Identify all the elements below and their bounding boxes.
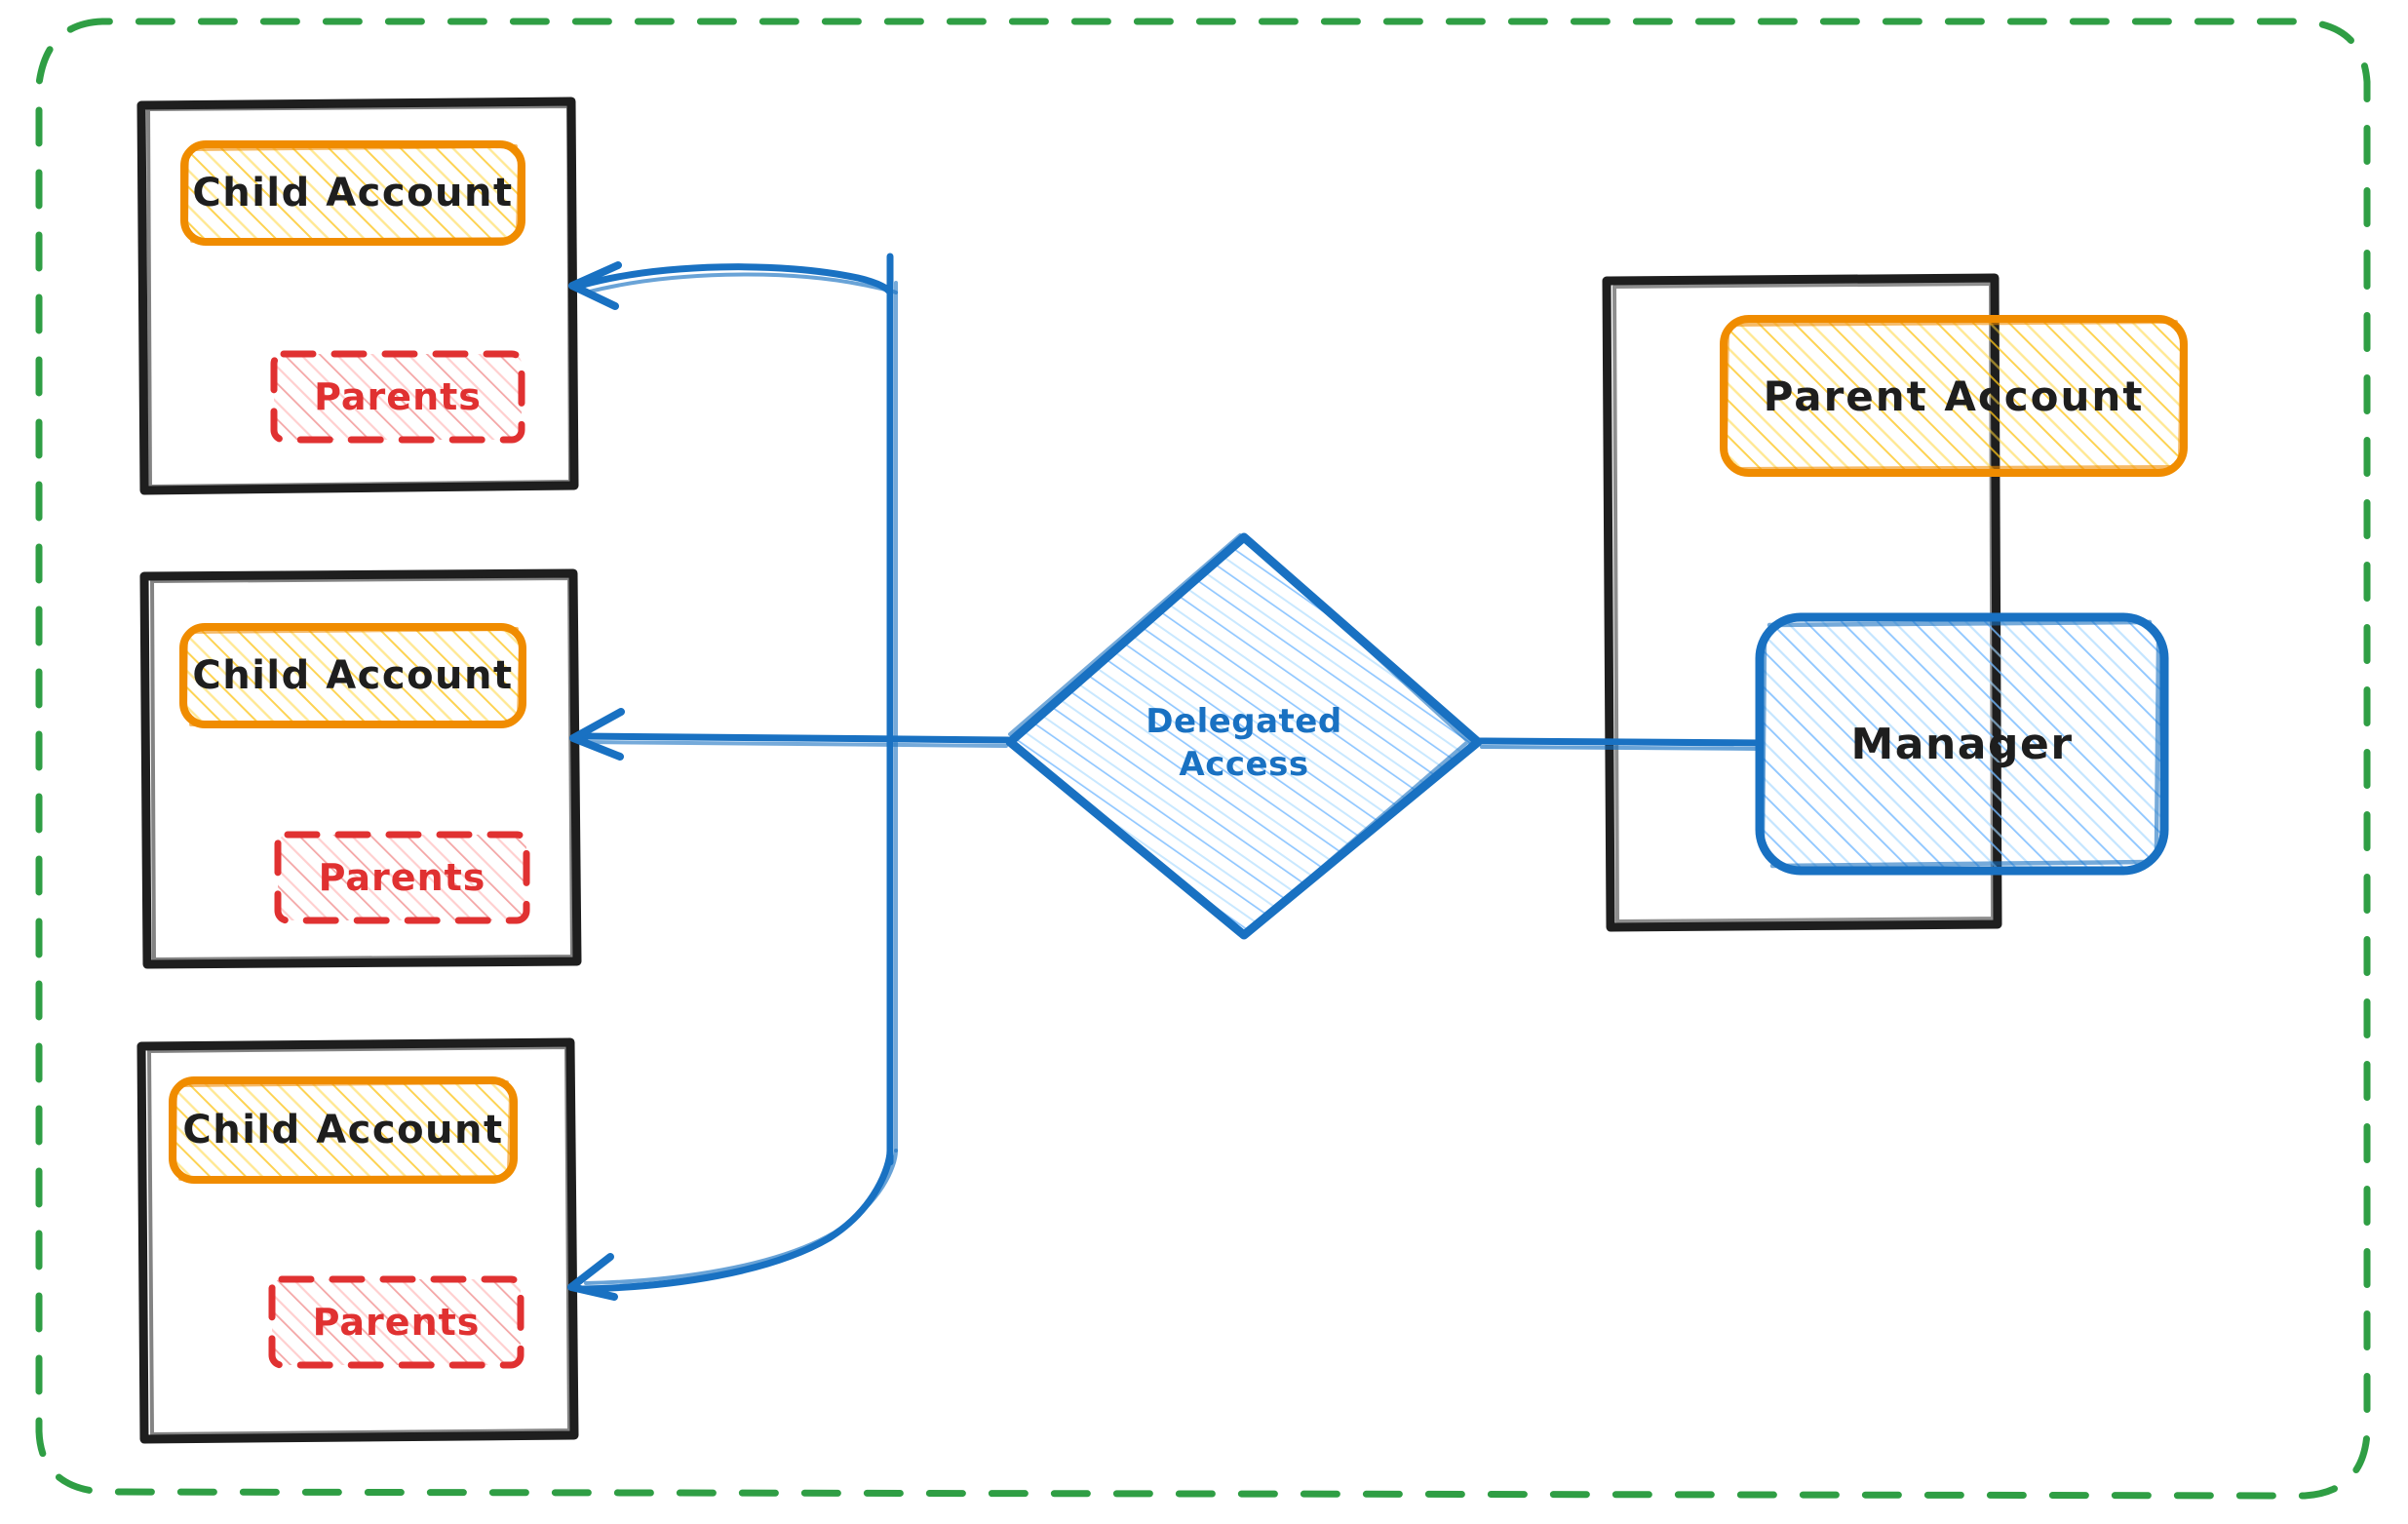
connector-delegated-to-child-3 (567, 1147, 898, 1301)
connector-manager-to-delegated (1476, 737, 1765, 751)
parents-box-1[interactable] (270, 350, 525, 444)
parent-account-box[interactable] (1720, 315, 2188, 477)
delegated-access-node[interactable] (1005, 532, 1483, 940)
parents-box-2[interactable] (274, 831, 530, 924)
child-account-box-3[interactable] (169, 1076, 518, 1184)
manager-box[interactable] (1755, 612, 2169, 876)
connector-vertical-trunk (886, 253, 898, 1166)
connector-delegated-to-child-2 (569, 708, 1012, 761)
child-account-box-2[interactable] (179, 623, 526, 728)
organization-boundary (35, 18, 2371, 1500)
connector-delegated-to-child-1 (568, 261, 898, 310)
child-account-box-1[interactable] (180, 140, 525, 246)
parents-box-3[interactable] (268, 1275, 524, 1369)
